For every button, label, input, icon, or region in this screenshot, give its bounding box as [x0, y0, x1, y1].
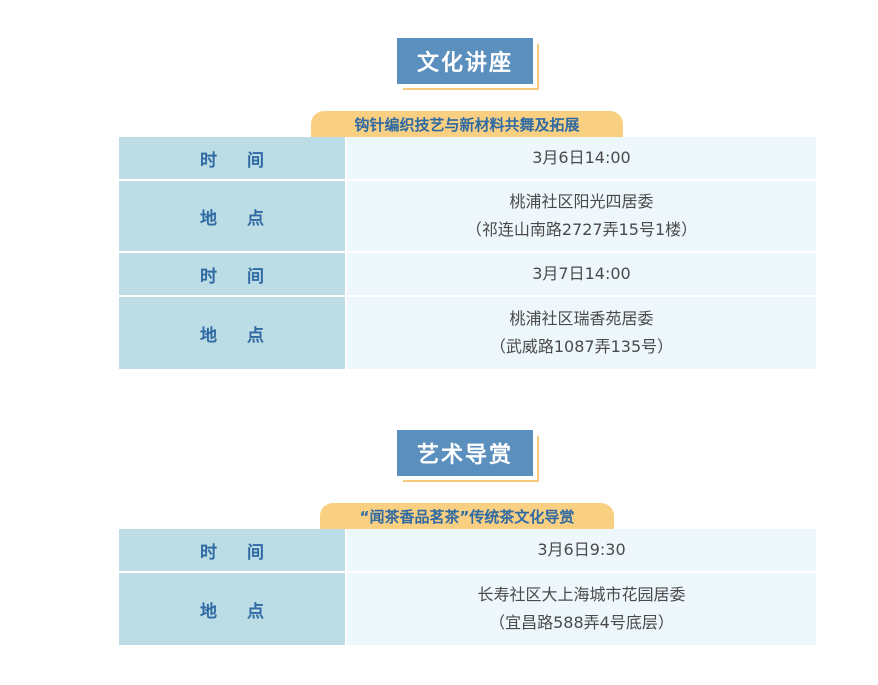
event-info-table: 时 间 3月6日14:00 地 点 桃浦社区阳光四居委 （祁连山南路2727弄1…: [119, 137, 816, 369]
title-decoration: [403, 436, 539, 482]
event-subtitle: 钩针编织技艺与新材料共舞及拓展: [311, 111, 623, 137]
row-value: 3月6日14:00: [347, 137, 816, 179]
value-line: 3月6日14:00: [532, 148, 631, 167]
row-label: 时 间: [119, 253, 347, 295]
table-row: 时 间 3月6日9:30: [119, 529, 816, 573]
row-label: 时 间: [119, 137, 347, 179]
value-line: （武威路1087弄135号）: [489, 337, 674, 356]
table-row: 时 间 3月7日14:00: [119, 253, 816, 297]
table-row: 地 点 长寿社区大上海城市花园居委 （宜昌路588弄4号底层）: [119, 573, 816, 645]
value-line: 3月6日9:30: [537, 540, 626, 559]
table-row: 时 间 3月6日14:00: [119, 137, 816, 181]
row-label: 地 点: [119, 297, 347, 369]
section-title-frame: 文化讲座: [397, 38, 539, 90]
row-value: 桃浦社区瑞香苑居委 （武威路1087弄135号）: [347, 297, 816, 369]
value-line: （祁连山南路2727弄15号1楼）: [465, 220, 698, 239]
section-title: 文化讲座: [397, 38, 533, 84]
table-row: 地 点 桃浦社区瑞香苑居委 （武威路1087弄135号）: [119, 297, 816, 369]
row-label: 地 点: [119, 181, 347, 251]
title-decoration: [403, 44, 539, 90]
value-line: 桃浦社区阳光四居委: [509, 192, 654, 211]
value-line: 3月7日14:00: [532, 264, 631, 283]
table-row: 地 点 桃浦社区阳光四居委 （祁连山南路2727弄15号1楼）: [119, 181, 816, 253]
event-info-table: 时 间 3月6日9:30 地 点 长寿社区大上海城市花园居委 （宜昌路588弄4…: [119, 529, 816, 645]
row-value: 3月7日14:00: [347, 253, 816, 295]
event-subtitle: “闻茶香品茗茶”传统茶文化导赏: [320, 503, 614, 529]
row-value: 长寿社区大上海城市花园居委 （宜昌路588弄4号底层）: [347, 573, 816, 645]
section-title-frame: 艺术导赏: [397, 430, 539, 482]
row-label: 地 点: [119, 573, 347, 645]
value-line: 桃浦社区瑞香苑居委: [509, 309, 654, 328]
section-title: 艺术导赏: [397, 430, 533, 476]
value-line: 长寿社区大上海城市花园居委: [477, 585, 686, 604]
row-label: 时 间: [119, 529, 347, 571]
row-value: 桃浦社区阳光四居委 （祁连山南路2727弄15号1楼）: [347, 181, 816, 251]
row-value: 3月6日9:30: [347, 529, 816, 571]
value-line: （宜昌路588弄4号底层）: [489, 613, 674, 632]
